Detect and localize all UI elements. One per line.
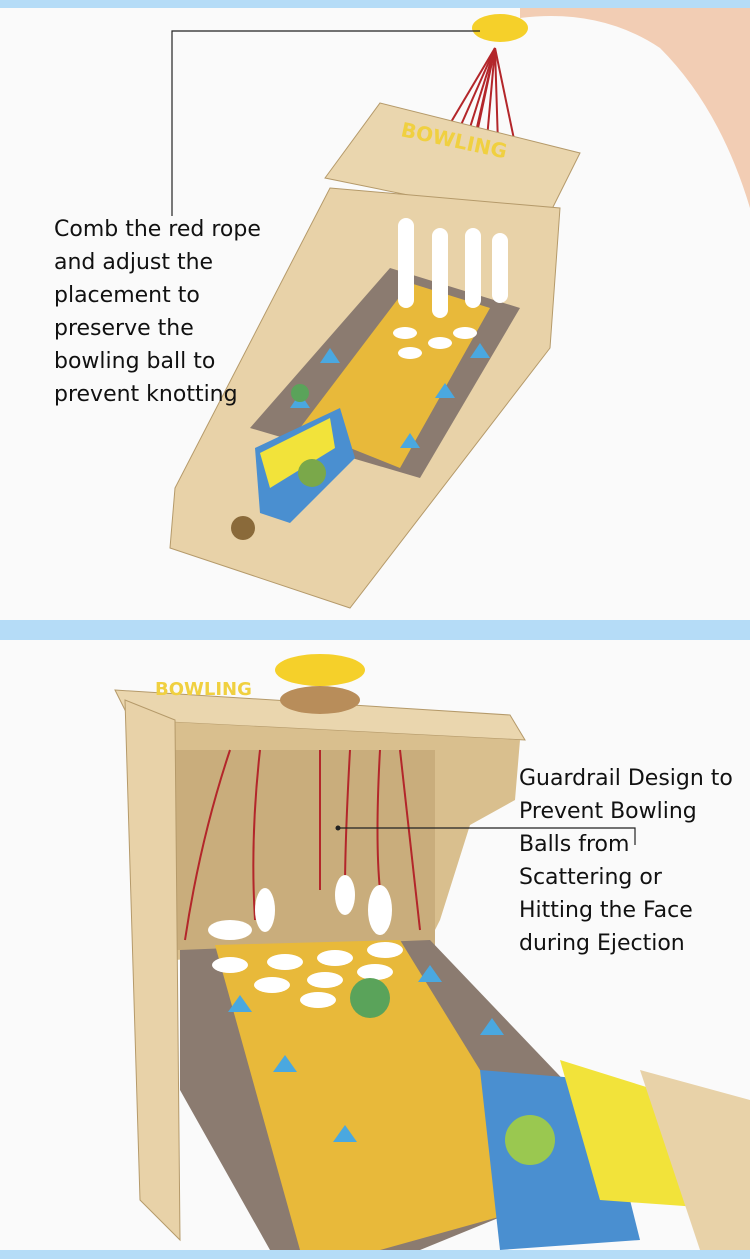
bottom-photo: BOWLING Guardrail Design t: [0, 640, 750, 1250]
top-band: [0, 0, 750, 8]
bottom-caption: Guardrail Design to Prevent Bowling Ball…: [519, 766, 733, 956]
bowling-toy-illustration-bottom: BOWLING: [114, 654, 750, 1250]
bottom-band: [0, 1250, 750, 1259]
top-caption: Comb the red rope and adjust the placeme…: [54, 217, 261, 407]
bowling-sign: BOWLING: [155, 679, 252, 700]
bowling-toy-illustration-top: BOWLING: [169, 8, 750, 609]
middle-band: [0, 620, 750, 640]
top-photo: BOWLING Comb the red rope and adjust the…: [0, 8, 750, 620]
